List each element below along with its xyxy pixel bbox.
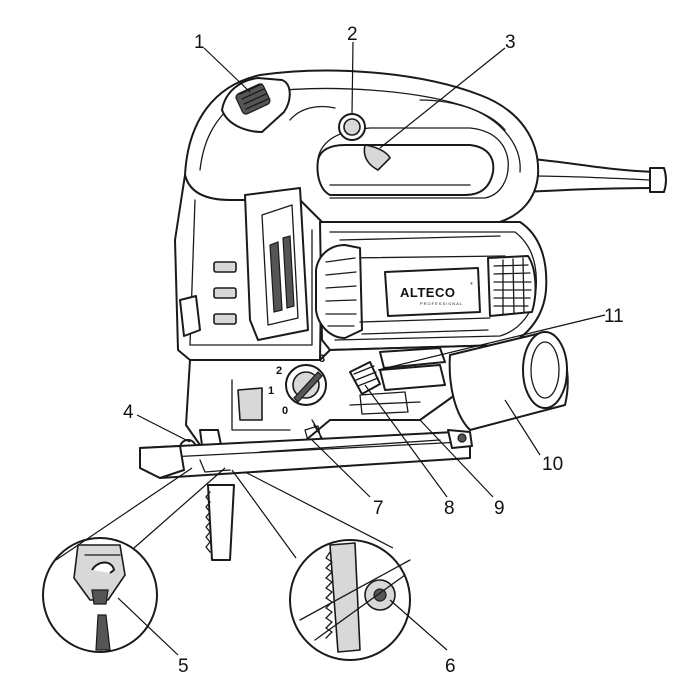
dust-port (448, 331, 569, 431)
callout-7: 7 (373, 498, 384, 519)
callout-10: 10 (542, 454, 563, 475)
callout-11: 11 (604, 306, 624, 327)
speed-wheel (221, 77, 291, 133)
callout-1: 1 (194, 32, 205, 53)
brand-registered-mark: ® (470, 281, 474, 286)
lock-on-button (338, 113, 366, 141)
brand-subtext: PROFESSIONAL (420, 301, 463, 306)
dial-mark-3: 3 (319, 353, 325, 365)
trigger-switch (363, 144, 391, 171)
gear-housing (185, 344, 506, 446)
dial-mark-0: 0 (282, 405, 288, 417)
callout-3: 3 (505, 32, 516, 53)
brand-logo-text: ALTECO (400, 285, 455, 300)
callout-9: 9 (494, 498, 505, 519)
detail-blade-clamp (42, 467, 226, 653)
pendulum-lever (349, 347, 446, 395)
detail-blade-roller (231, 469, 411, 661)
callout-4: 4 (123, 402, 134, 423)
callout-labels: 1 2 3 4 5 6 7 8 9 10 11 (123, 24, 624, 677)
power-cord (517, 157, 667, 193)
callout-2: 2 (347, 24, 358, 45)
brand-logo: ALTECO ® PROFESSIONAL (384, 267, 481, 317)
orbital-dial: 2 1 3 0 (268, 353, 327, 417)
callout-5: 5 (178, 656, 189, 677)
callout-6: 6 (445, 656, 456, 677)
base-plate (139, 429, 473, 479)
callout-8: 8 (444, 498, 455, 519)
dial-mark-2: 2 (276, 365, 282, 377)
callout-leaders (117, 41, 606, 656)
dial-mark-1: 1 (268, 385, 274, 397)
